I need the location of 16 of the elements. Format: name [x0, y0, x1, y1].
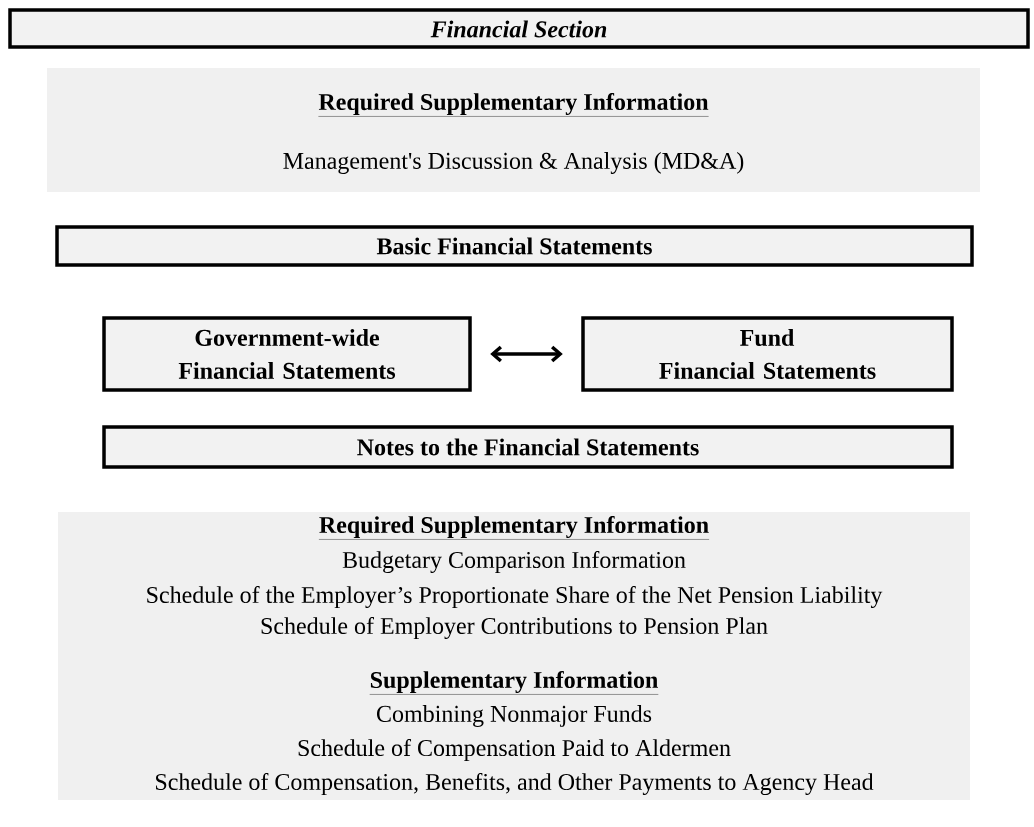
item-text: Schedule of Employer Contributions to Pension Plan	[261, 616, 768, 639]
box-label: Basic Financial Statements	[376, 237, 652, 255]
item-text: Schedule of the Employer’s Proportionate Share of the Net Pension Liability	[147, 585, 883, 608]
item-text: Schedule of Compensation Paid to Aldermen	[298, 739, 731, 761]
box-label: Government-wide Financial Statements	[178, 329, 396, 379]
item-text: Management's Discussion & Analysis (MD&A)	[283, 152, 744, 174]
item-text: Combining Nonmajor Funds	[377, 705, 652, 727]
section-heading: Required Supplementary Information	[318, 515, 710, 540]
section-title: Financial Section	[430, 20, 607, 38]
arrow	[490, 345, 563, 363]
item-text: Budgetary Comparison Information	[342, 550, 686, 573]
item-text: Schedule of Compensation, Benefits, and Other Payments to Agency Head	[156, 772, 874, 795]
section-heading: Required Supplementary Information	[318, 92, 709, 117]
section-heading: Supplementary Information	[369, 670, 659, 695]
box-label: Fund Financial Statements	[659, 329, 876, 379]
box-label: Notes to the Financial Statements	[357, 438, 699, 456]
